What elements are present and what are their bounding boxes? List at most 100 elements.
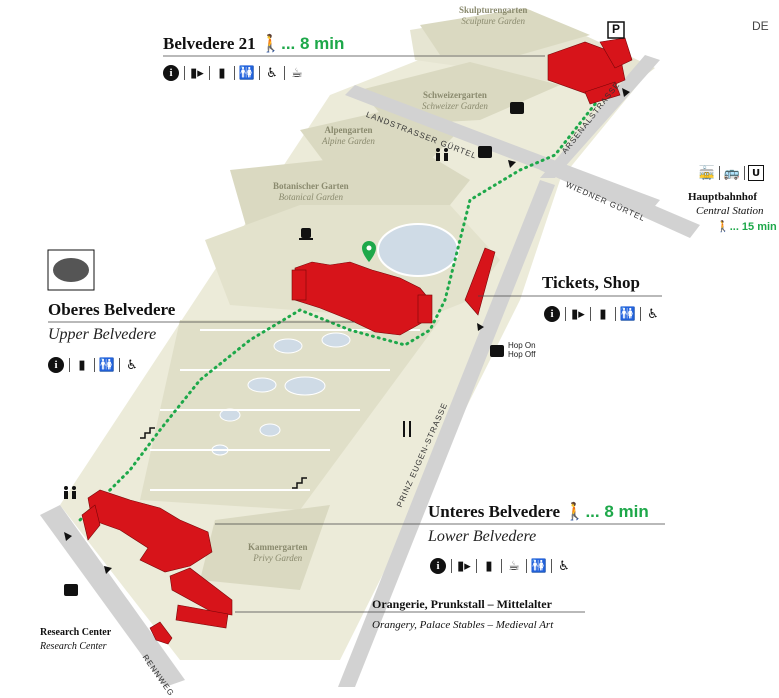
lower-belvedere-walk: 🚶... 8 min — [564, 502, 648, 521]
separator — [119, 358, 120, 372]
belvedere21-building — [547, 37, 633, 105]
audio-guide-icon: ▮▸ — [190, 65, 204, 81]
separator — [476, 559, 477, 573]
toilets-icon: 🚻 — [238, 65, 256, 81]
belvedere21-name: Belvedere 21 — [163, 34, 256, 53]
toilets-icon — [436, 148, 448, 161]
tickets-shop-facilities: i ▮▸ ▮ 🚻 ♿ — [544, 305, 662, 323]
locker-icon: ▮ — [218, 65, 226, 81]
hop-line1: Hop On — [508, 341, 536, 350]
belvedere21-walk: 🚶... 8 min — [260, 34, 344, 53]
garden-en-name: Botanical Garden — [278, 192, 343, 202]
research-center-building — [149, 621, 173, 645]
separator — [94, 358, 95, 372]
walk-icon: 🚶 — [716, 221, 730, 233]
separator — [565, 307, 566, 321]
cafe-icon: ☕ — [291, 65, 303, 81]
tickets-shop-title[interactable]: Tickets, Shop — [542, 273, 640, 292]
research-center-subtitle: Research Center — [40, 641, 107, 652]
garden-de-name: Kammergarten — [248, 542, 308, 552]
stairs-icon — [140, 427, 307, 489]
street-wiedner — [540, 160, 700, 238]
tram-icon: 🚋 — [698, 165, 716, 181]
upper-pond — [377, 223, 459, 277]
cafe-icon — [299, 228, 313, 240]
toilets-icon: 🚻 — [530, 558, 548, 574]
separator — [526, 559, 527, 573]
privy-garden-area — [200, 505, 330, 590]
info-icon: i — [544, 306, 560, 322]
lower-belvedere-name: Unteres Belvedere — [428, 502, 561, 521]
toilets-icon: 🚻 — [98, 357, 116, 373]
walk-icon: 🚶 — [259, 34, 282, 53]
garden-de-name: Botanischer Garten — [273, 181, 349, 191]
station-transit-icons: 🚋 🚌 U — [698, 164, 764, 182]
garden-en-name: Alpine Garden — [322, 136, 375, 146]
street-rennweg — [40, 505, 185, 687]
cafe-icon: ☕ — [508, 558, 520, 574]
parking-icon — [607, 21, 625, 39]
lower-belvedere-title[interactable]: Unteres Belvedere 🚶... 8 min — [428, 502, 649, 522]
walk-time: ... 8 min — [585, 502, 649, 521]
garden-sculpture: Skulpturengarten Sculpture Garden — [459, 5, 527, 27]
separator — [551, 559, 552, 573]
bus-icon: 🚌 — [723, 165, 741, 181]
separator — [719, 166, 720, 180]
hop-on-hop-off-label: Hop On Hop Off — [508, 341, 536, 359]
location-pin-icon[interactable] — [362, 241, 376, 262]
garden-en-name: Privy Garden — [253, 553, 303, 563]
entrance-arrows — [64, 88, 630, 574]
separator — [590, 307, 591, 321]
accessible-icon: ♿ — [266, 65, 278, 81]
parterre-ponds — [211, 332, 351, 456]
belvedere21-title[interactable]: Belvedere 21 🚶... 8 min — [163, 34, 344, 54]
separator — [69, 358, 70, 372]
upper-belvedere-subtitle: Upper Belvedere — [48, 326, 157, 343]
garden-en-name: Sculpture Garden — [461, 16, 525, 26]
info-icon: i — [430, 558, 446, 574]
station-title[interactable]: Hauptbahnhof — [688, 191, 758, 203]
lower-belvedere-facilities: i ▮▸ ▮ ☕ 🚻 ♿ — [430, 557, 573, 575]
ticket-shop-building — [464, 247, 496, 316]
upper-belvedere-facilities: i ▮ 🚻 ♿ — [48, 356, 141, 374]
language-switch[interactable]: DE — [752, 19, 769, 33]
walk-time: ... 15 min — [729, 221, 777, 233]
garden-alpine: Alpengarten Alpine Garden — [322, 125, 375, 147]
separator — [744, 166, 745, 180]
garden-de-name: Skulpturengarten — [459, 5, 528, 15]
separator — [184, 66, 185, 80]
accessible-icon: ♿ — [126, 357, 138, 373]
subway-icon: U — [748, 165, 764, 181]
orangerie-title[interactable]: Orangerie, Prunkstall – Mittelalter — [372, 597, 552, 611]
separator — [234, 66, 235, 80]
info-icon: i — [163, 65, 179, 81]
hop-line2: Hop Off — [508, 350, 536, 359]
parking-label: P — [612, 22, 621, 36]
garden-swiss: Schweizergarten Schweizer Garden — [422, 90, 488, 112]
lower-belvedere-subtitle: Lower Belvedere — [428, 528, 537, 545]
bus-icon — [64, 102, 524, 596]
locker-icon: ▮ — [78, 357, 86, 373]
walk-icon: 🚶 — [564, 502, 586, 521]
audio-guide-icon: ▮▸ — [457, 558, 471, 574]
toilets-icon — [64, 486, 76, 499]
info-icon: i — [48, 357, 64, 373]
garden-de-name: Schweizergarten — [422, 90, 487, 100]
separator — [209, 66, 210, 80]
locker-icon: ▮ — [485, 558, 493, 574]
parterre-beds — [150, 329, 420, 491]
separator — [284, 66, 285, 80]
audio-guide-icon: ▮▸ — [571, 306, 585, 322]
separator — [501, 559, 502, 573]
orangerie-building — [169, 567, 233, 629]
garden-de-name: Alpengarten — [324, 125, 373, 135]
walk-time: ... 8 min — [281, 34, 345, 53]
street-arsenal — [540, 55, 660, 178]
sculpture-garden-area — [420, 8, 590, 55]
upper-belvedere-title[interactable]: Oberes Belvedere — [48, 300, 176, 319]
garden-privy: Kammergarten Privy Garden — [248, 542, 307, 564]
separator — [451, 559, 452, 573]
accessible-icon: ♿ — [647, 306, 659, 322]
research-center-title[interactable]: Research Center — [40, 627, 112, 638]
